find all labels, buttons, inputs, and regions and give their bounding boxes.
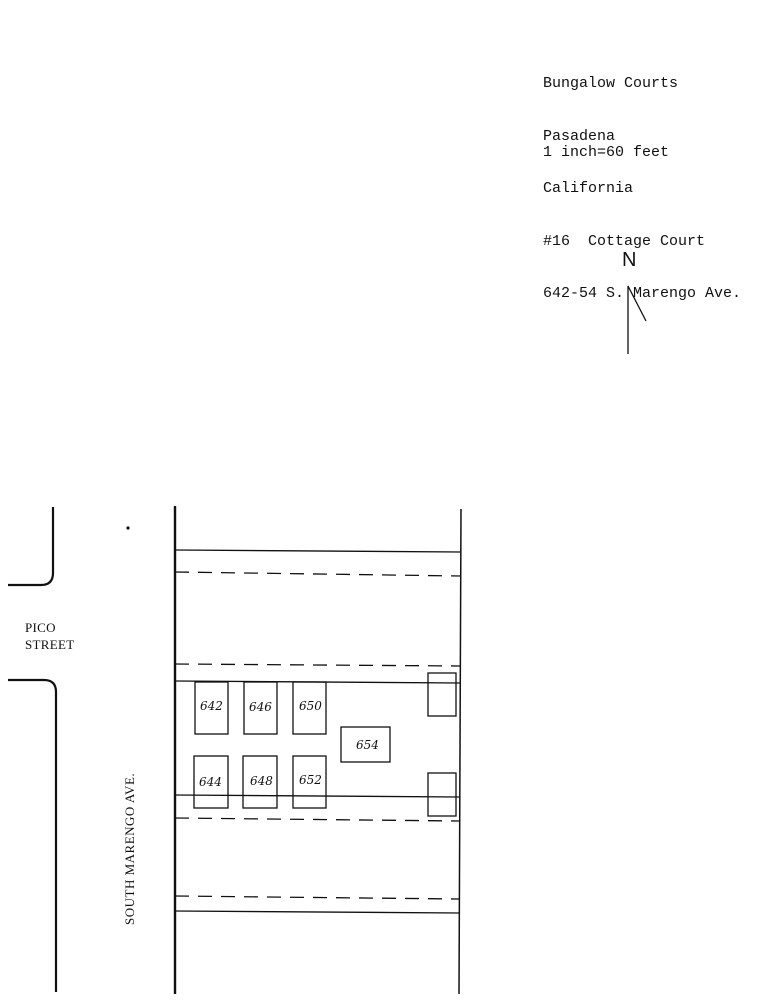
survey-mark xyxy=(126,526,130,530)
title-block: Bungalow Courts Pasadena California #16 … xyxy=(543,40,741,338)
unit-646-outline xyxy=(243,681,278,735)
unit-labels: 642 646 650 654 644 648 652 xyxy=(199,699,379,789)
pico-street-label: PICO STREET xyxy=(25,619,74,653)
unit-650-outline xyxy=(292,681,327,735)
garage-south xyxy=(427,772,457,817)
title-line-1: Bungalow Courts xyxy=(543,75,679,92)
scale-note: 1 inch=60 feet xyxy=(543,144,670,161)
pico-street-curbs xyxy=(8,507,58,992)
unit-648-label: 648 xyxy=(250,774,273,788)
garage-north xyxy=(427,672,457,717)
garages xyxy=(427,672,457,817)
bungalow-units xyxy=(193,681,391,809)
unit-652-outline xyxy=(292,755,327,809)
unit-642-label: 642 xyxy=(200,699,223,713)
north-label: N xyxy=(622,249,636,271)
pico-street-line-2: STREET xyxy=(25,637,75,652)
property-lines xyxy=(174,549,462,914)
marengo-ave-label: SOUTH MARENGO AVE. xyxy=(122,772,137,925)
unit-646-label: 646 xyxy=(249,700,272,714)
setback-lines xyxy=(174,571,462,900)
pico-street-line-1: PICO xyxy=(25,620,56,635)
unit-650-label: 650 xyxy=(299,699,322,713)
north-arrow-icon: N xyxy=(622,249,647,354)
title-line-5: 642-54 S. Marengo Ave. xyxy=(543,285,742,302)
unit-644-label: 644 xyxy=(199,775,222,789)
title-line-3: California xyxy=(543,180,634,197)
unit-654-outline xyxy=(340,726,391,763)
unit-644-outline xyxy=(193,755,229,809)
unit-652-label: 652 xyxy=(299,773,322,787)
unit-648-outline xyxy=(242,755,278,809)
title-line-2: Pasadena xyxy=(543,127,616,145)
unit-654-label: 654 xyxy=(356,738,379,752)
east-lot-line xyxy=(458,508,462,995)
title-line-4: #16 Cottage Court xyxy=(543,232,706,250)
unit-642-outline xyxy=(194,681,229,735)
